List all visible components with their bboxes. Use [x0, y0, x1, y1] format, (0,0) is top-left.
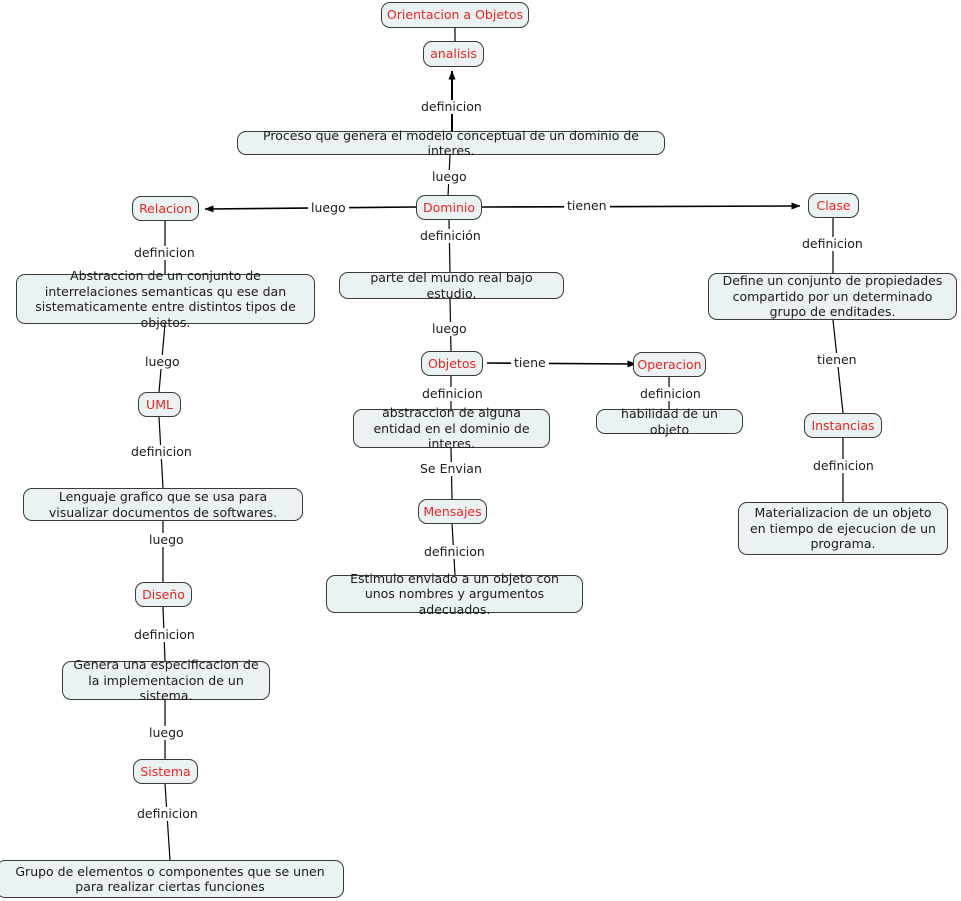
- definition-box-uml[interactable]: Lenguaje grafico que se usa para visuali…: [23, 488, 303, 521]
- definition-box-sistema[interactable]: Grupo de elementos o componentes que se …: [0, 860, 344, 898]
- link-label-dominio-clase-tienen: tienen: [564, 199, 610, 213]
- link-label-operacion-definicion: definicion: [637, 387, 704, 401]
- link-label-sistema-definicion: definicion: [134, 807, 201, 821]
- definition-text: abstraccion de alguna entidad en el domi…: [373, 405, 530, 452]
- definition-text: Genera una especificacion de la implemen…: [73, 657, 259, 704]
- definition-text: Lenguaje grafico que se usa para visuali…: [48, 489, 278, 520]
- definition-box-objetos[interactable]: abstraccion de alguna entidad en el domi…: [353, 405, 550, 451]
- concept-label: Objetos: [428, 355, 476, 371]
- definition-text: Define un conjunto de propiedades compar…: [722, 273, 943, 320]
- definition-box-mensajes[interactable]: Estimulo enviado a un objeto con unos no…: [326, 571, 583, 617]
- concept-node-relacion[interactable]: Relacion: [132, 196, 199, 221]
- concept-node-instancias[interactable]: Instancias: [804, 413, 882, 438]
- link-label-analisis-definicion: definicion: [418, 100, 485, 114]
- definition-box-instancias[interactable]: Materializacion de un objeto en tiempo d…: [738, 502, 948, 555]
- concept-node-sistema[interactable]: Sistema: [133, 759, 198, 784]
- definition-text: Materializacion de un objeto en tiempo d…: [750, 505, 936, 552]
- definition-text: parte del mundo real bajo estudio.: [370, 270, 533, 301]
- link-label-dominiodef-objetos-luego: luego: [429, 322, 470, 336]
- definition-text: Grupo de elementos o componentes que se …: [15, 863, 325, 895]
- definition-box-diseno[interactable]: Genera una especificacion de la implemen…: [62, 657, 270, 703]
- link-label-mensajes-definicion: definicion: [421, 545, 488, 559]
- concept-label: Clase: [816, 197, 851, 213]
- concept-label: Operacion: [637, 356, 702, 372]
- definition-text: Abstraccion de un conjunto de interrelac…: [35, 268, 296, 330]
- link-label-instancias-definicion: definicion: [810, 459, 877, 473]
- concept-node-analisis[interactable]: analisis: [423, 41, 484, 67]
- concept-label: Dominio: [423, 199, 475, 215]
- link-label-objetosdef-mensajes-se-envian: Se Envian: [417, 462, 485, 476]
- link-label-relacion-definicion: definicion: [131, 246, 198, 260]
- link-label-relaciondef-uml-luego: luego: [142, 355, 183, 369]
- concept-node-clase[interactable]: Clase: [808, 193, 859, 218]
- link-label-objetos-definicion: definicion: [419, 387, 486, 401]
- concept-label: analisis: [430, 46, 477, 61]
- link-label-dominio-definicion: definición: [417, 229, 484, 243]
- concept-node-orientacion-a-objetos[interactable]: Orientacion a Objetos: [381, 2, 529, 28]
- concept-label: Diseño: [142, 586, 185, 602]
- link-label-analisisdef-luego: luego: [429, 170, 470, 184]
- concept-label: Orientacion a Objetos: [386, 7, 524, 22]
- link-label-uml-definicion: definicion: [128, 445, 195, 459]
- link-label-clase-definicion: definicion: [799, 237, 866, 251]
- link-label-disenodef-sistema-luego: luego: [146, 726, 187, 740]
- definition-text: habilidad de un objeto: [621, 406, 718, 437]
- definition-box-clase[interactable]: Define un conjunto de propiedades compar…: [708, 273, 957, 320]
- concept-node-diseno[interactable]: Diseño: [135, 582, 192, 607]
- definition-text: Proceso que genera el modelo conceptual …: [263, 127, 639, 159]
- concept-node-operacion[interactable]: Operacion: [633, 352, 706, 377]
- link-label-dominio-relacion-luego: luego: [308, 201, 349, 215]
- definition-box-dominio[interactable]: parte del mundo real bajo estudio.: [339, 270, 564, 301]
- concept-label: UML: [146, 396, 173, 412]
- concept-node-objetos[interactable]: Objetos: [421, 351, 483, 376]
- definition-box-operacion[interactable]: habilidad de un objeto: [596, 406, 743, 437]
- concept-node-uml[interactable]: UML: [138, 392, 181, 417]
- link-label-objetos-operacion-tiene: tiene: [511, 356, 549, 370]
- concept-node-mensajes[interactable]: Mensajes: [418, 499, 487, 524]
- definition-text: Estimulo enviado a un objeto con unos no…: [350, 570, 559, 617]
- link-label-diseno-definicion: definicion: [131, 628, 198, 642]
- concept-node-dominio[interactable]: Dominio: [416, 195, 482, 220]
- concept-label: Relacion: [139, 200, 192, 216]
- link-label-umldef-diseno-luego: luego: [146, 533, 187, 547]
- definition-box-relacion[interactable]: Abstraccion de un conjunto de interrelac…: [16, 268, 315, 330]
- definition-box-analisis[interactable]: Proceso que genera el modelo conceptual …: [237, 128, 665, 158]
- link-label-clasedef-instancias-tienen: tienen: [814, 353, 860, 367]
- concept-label: Sistema: [140, 763, 191, 779]
- concept-label: Mensajes: [423, 503, 482, 519]
- concept-label: Instancias: [811, 417, 875, 433]
